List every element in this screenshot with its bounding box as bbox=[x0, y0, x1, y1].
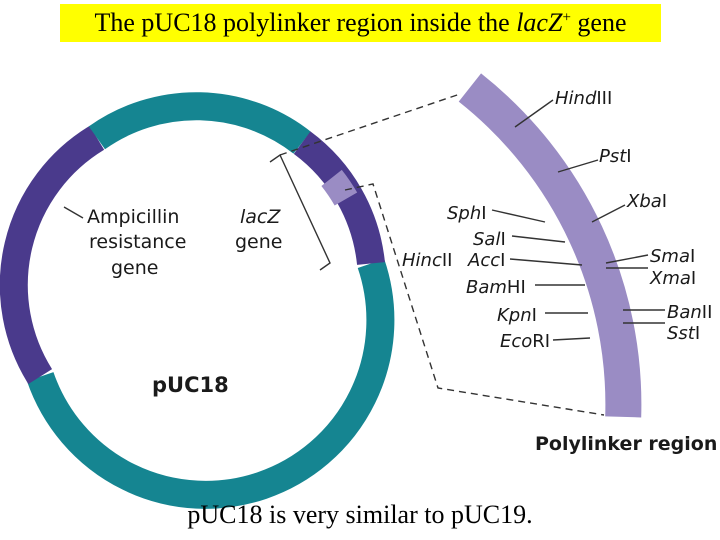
amp-label-line2: resistance bbox=[89, 231, 186, 253]
dashed-line-bottom bbox=[344, 183, 605, 416]
polylinker-label: Polylinker region bbox=[535, 433, 717, 455]
amp-label-line3: gene bbox=[111, 257, 158, 279]
site-xmai: XmaI bbox=[649, 268, 696, 289]
site-ssti: SstI bbox=[667, 323, 700, 344]
site-hincii: HincII bbox=[402, 250, 452, 271]
lacz-bracket bbox=[269, 153, 331, 271]
site-banii: BanII bbox=[667, 302, 712, 323]
caption: pUC18 is very similar to pUC19. bbox=[187, 500, 533, 529]
site-acci: AccI bbox=[467, 250, 505, 271]
lacz-gene-label: gene bbox=[235, 231, 282, 253]
site-psti: PstI bbox=[599, 146, 632, 167]
dashed-line-top bbox=[279, 93, 461, 156]
amp-label-line1: Ampicillin bbox=[87, 206, 179, 228]
ampicillin-segment bbox=[0, 125, 105, 385]
site-bamhi: BamHI bbox=[466, 277, 526, 298]
site-sphi: SphI bbox=[447, 203, 487, 224]
polylinker-segment-small bbox=[321, 169, 358, 206]
site-xbai: XbaI bbox=[626, 191, 667, 212]
site-hindiii: HindIII bbox=[555, 88, 612, 109]
teal-segment-bottom bbox=[26, 258, 395, 509]
title-banner: The pUC18 polylinker region inside the l… bbox=[60, 4, 661, 42]
site-sali: SalI bbox=[473, 229, 506, 250]
site-kpni: KpnI bbox=[497, 305, 537, 326]
plasmid-name: pUC18 bbox=[152, 373, 229, 397]
lacz-label: lacZ bbox=[240, 206, 281, 228]
teal-segment-top bbox=[88, 92, 311, 154]
polylinker-arc bbox=[458, 73, 642, 418]
title-text: The pUC18 polylinker region inside the l… bbox=[94, 8, 627, 37]
site-smai: SmaI bbox=[650, 246, 695, 267]
amp-leader bbox=[63, 206, 84, 219]
site-ecori: EcoRI bbox=[500, 331, 550, 352]
